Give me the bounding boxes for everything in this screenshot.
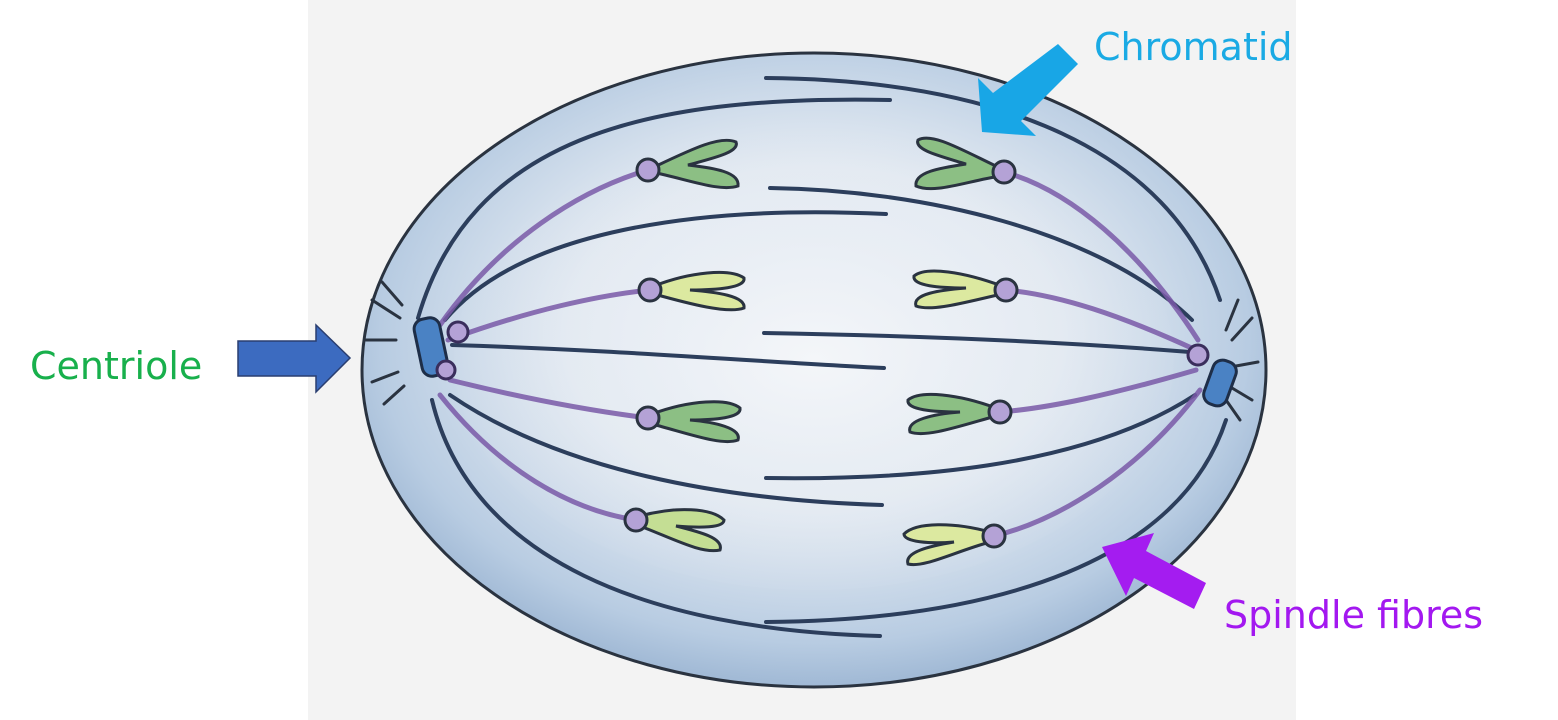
fibre	[764, 418, 1228, 624]
chromatids-left	[623, 138, 746, 553]
fibre	[762, 331, 1192, 354]
chromatid-pair	[902, 523, 1007, 567]
aster-left	[364, 280, 406, 406]
spindle-fibres-outer	[416, 76, 1228, 638]
chromatid-pair	[906, 392, 1013, 436]
fibre	[437, 167, 651, 328]
spindle-fibres-kinetochore	[437, 167, 1203, 539]
fibre	[1001, 169, 1201, 343]
centriole-right	[1186, 343, 1238, 408]
chromatid-label: Chromatid	[1094, 25, 1293, 69]
fibre	[430, 398, 882, 638]
chromatid-pair	[637, 270, 746, 312]
chromatids-right	[902, 136, 1019, 567]
fibre	[437, 392, 639, 523]
chromatid-pair	[912, 269, 1019, 310]
fibre	[991, 387, 1203, 539]
fibre	[764, 76, 1222, 302]
aster-right	[1224, 298, 1260, 422]
fibre	[768, 186, 1194, 322]
chromatid-pair	[635, 138, 740, 190]
spindle-fibres-label: Spindle fibres	[1224, 593, 1484, 637]
fibre	[450, 343, 886, 370]
fibre	[997, 367, 1199, 415]
centriole-arrow-icon	[237, 323, 352, 394]
fibre	[764, 393, 1197, 481]
centriole-label: Centriole	[30, 344, 203, 388]
fibre	[416, 97, 892, 320]
chromatid-pair	[635, 400, 742, 444]
spindle-arrow-icon	[1102, 533, 1206, 609]
fibre	[448, 393, 884, 507]
fibre	[447, 377, 651, 421]
chromatid-pair	[623, 507, 726, 553]
fibre	[443, 210, 888, 322]
chromatid-arrow-icon	[978, 44, 1078, 136]
fibre	[445, 287, 653, 343]
chromatid-pair	[914, 136, 1017, 191]
centriole-left	[412, 316, 470, 381]
fibre	[1003, 287, 1199, 353]
